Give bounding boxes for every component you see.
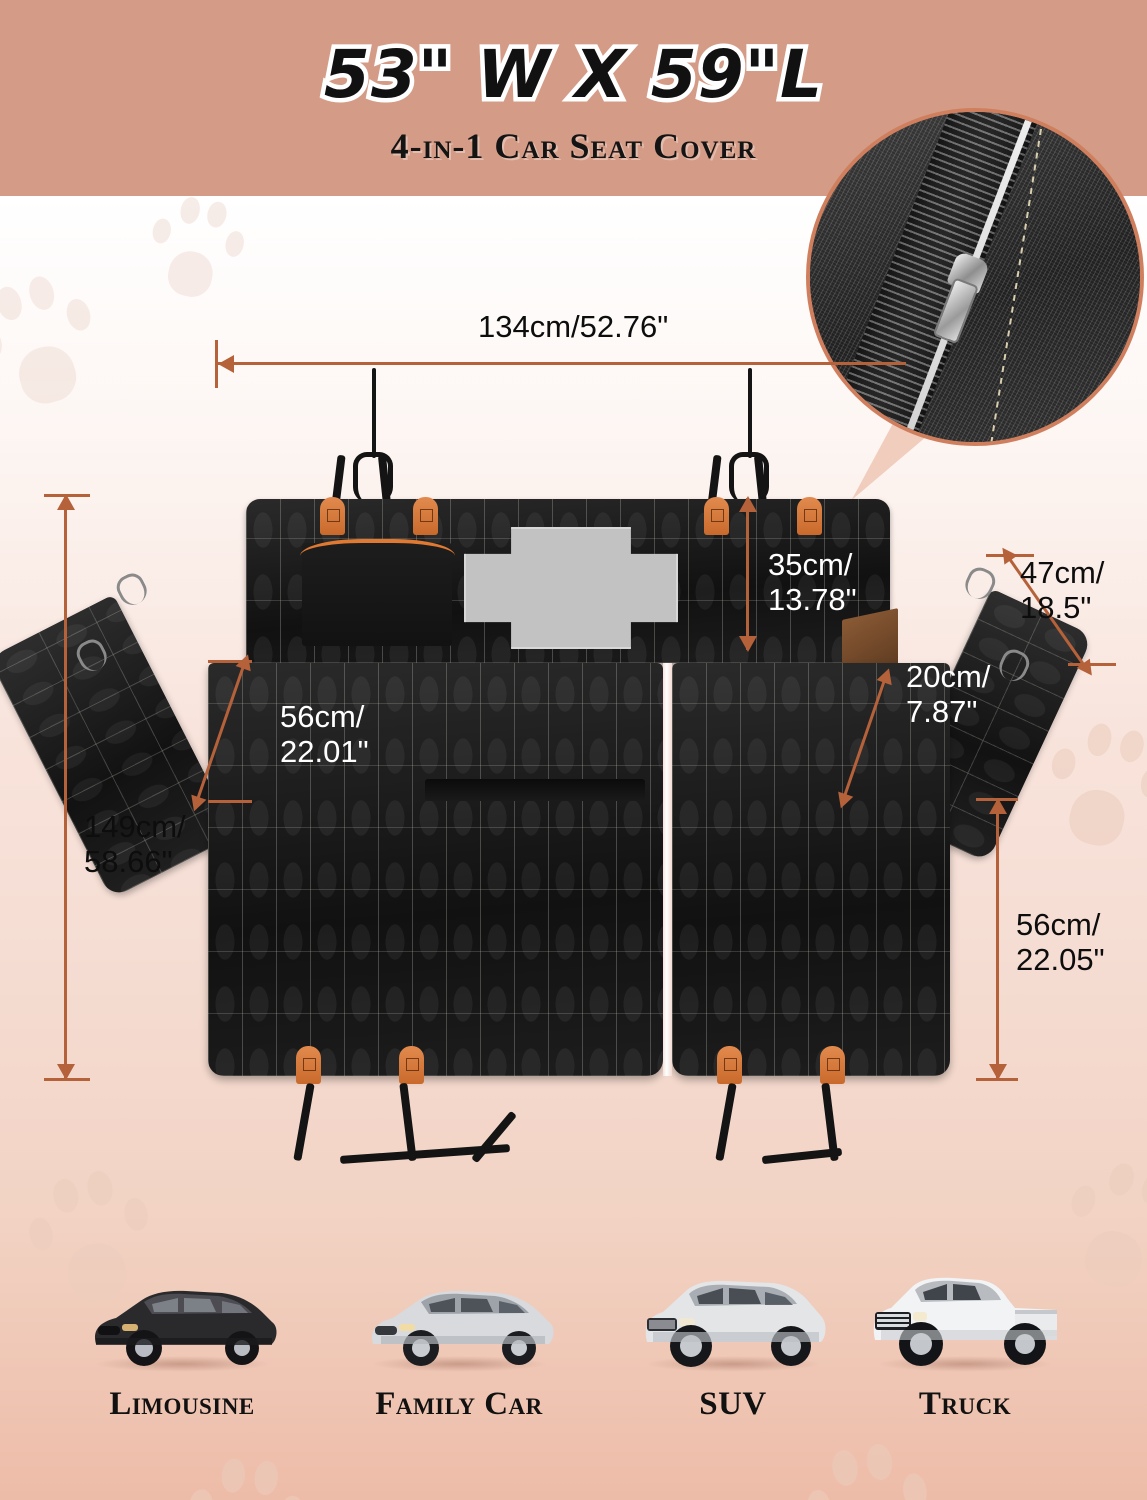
dim-label-backrest-height: 35cm/ 13.78" — [768, 547, 857, 617]
headrest-hook — [353, 452, 393, 503]
vehicle-item-truck: Truck — [845, 1268, 1085, 1423]
anchor-strap — [761, 1147, 843, 1165]
seat-panel-right — [672, 663, 950, 1076]
vehicle-item-suv: SUV — [613, 1268, 853, 1423]
limousine-icon — [82, 1268, 282, 1376]
vehicle-item-limousine: Limousine — [62, 1268, 302, 1423]
sedan-silhouette — [371, 1290, 554, 1366]
dim-arrow — [57, 1064, 75, 1080]
dim-cap — [208, 660, 252, 663]
dim-line-backrest-height — [746, 498, 749, 650]
compatible-vehicles-row: Limousine Family Car — [0, 1268, 1147, 1468]
strap-tab — [413, 497, 438, 535]
strap-tab — [704, 497, 729, 535]
page-subtitle: 4-in-1 Car Seat Cover — [390, 126, 757, 166]
suv-silhouette — [645, 1280, 826, 1367]
vehicle-label: Limousine — [109, 1386, 255, 1422]
strap-tab — [717, 1046, 742, 1084]
dim-label-seat-depth: 56cm/ 22.05" — [1016, 907, 1105, 977]
dim-label-flap-right-len: 47cm/ 18.5" — [1020, 555, 1105, 625]
dim-arrow — [739, 636, 757, 652]
strap-tab — [320, 497, 345, 535]
dim-cap — [208, 800, 252, 803]
suv-icon — [633, 1268, 833, 1376]
sedan-silhouette — [94, 1290, 277, 1366]
dim-cap — [215, 340, 218, 388]
pickup-truck-silhouette — [873, 1277, 1057, 1366]
center-split-zipper — [663, 663, 672, 1076]
vehicle-label: Family Car — [375, 1386, 543, 1422]
headrest-strap — [748, 368, 752, 458]
dim-line-width-top — [216, 362, 906, 365]
zipper-detail-callout — [806, 108, 1144, 446]
dim-label-flap-right-wid: 20cm/ 7.87" — [906, 659, 991, 729]
dim-arrow — [739, 496, 757, 512]
family-car-icon — [359, 1268, 559, 1376]
pocket-zipper — [300, 539, 455, 556]
strap-tab — [296, 1046, 321, 1084]
strap-tab — [820, 1046, 845, 1084]
seat-pocket — [425, 779, 645, 801]
anchor-strap — [471, 1110, 517, 1164]
anchor-strap — [293, 1082, 315, 1162]
dim-line-seat-depth — [996, 800, 999, 1080]
dim-arrow — [989, 1064, 1007, 1080]
vehicle-label: SUV — [699, 1386, 767, 1422]
dim-line-total-height — [64, 496, 67, 1080]
headrest-hook — [729, 452, 769, 503]
dim-label-total-height: 149cm/ 58.66" — [84, 809, 186, 879]
dim-cap — [1068, 663, 1116, 666]
dim-label-flap-left-wid: 56cm/ 22.01" — [280, 699, 369, 769]
vehicle-item-family-car: Family Car — [339, 1268, 579, 1423]
anchor-strap — [715, 1082, 737, 1162]
seat-panel-left — [208, 663, 663, 1076]
page-title: 53" W X 59"L — [319, 32, 826, 118]
strap-tab — [797, 497, 822, 535]
truck-icon — [865, 1268, 1065, 1376]
headrest-strap — [372, 368, 376, 458]
anchor-strap — [399, 1082, 417, 1162]
storage-pocket — [302, 543, 452, 646]
dim-label-width-top: 134cm/52.76" — [478, 309, 669, 344]
dim-arrow — [57, 494, 75, 510]
vehicle-label: Truck — [918, 1386, 1012, 1422]
strap-tab — [399, 1046, 424, 1084]
dim-arrow — [218, 355, 234, 373]
dim-arrow — [989, 798, 1007, 814]
dim-cap — [986, 554, 1034, 557]
